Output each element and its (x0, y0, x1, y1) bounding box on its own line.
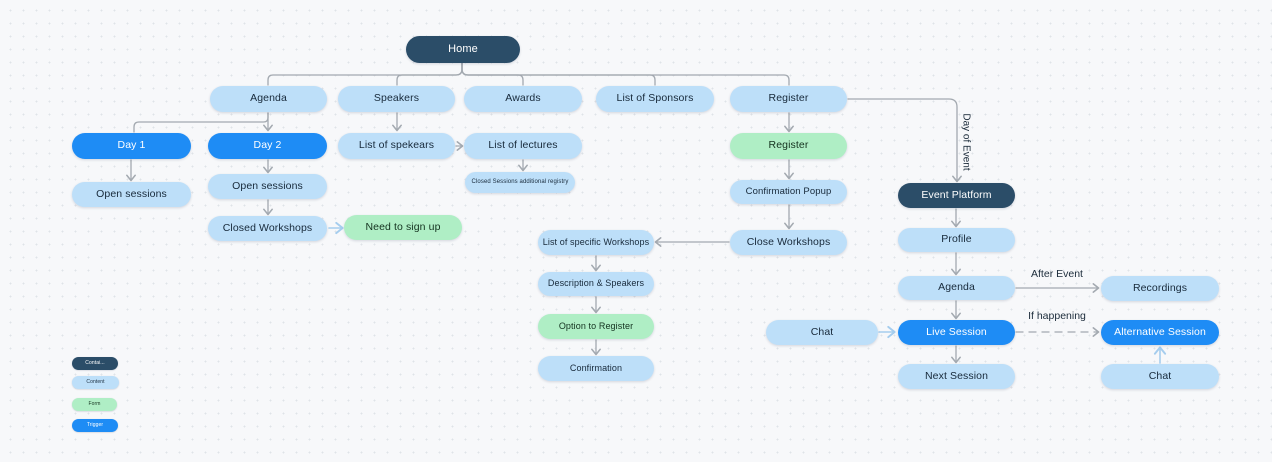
node-day-1[interactable]: Day 1 (72, 133, 191, 159)
node-confirmation-popup[interactable]: Confirmation Popup (730, 180, 847, 204)
node-agenda-platform[interactable]: Agenda (898, 276, 1015, 300)
node-day-2[interactable]: Day 2 (208, 133, 327, 159)
node-list-of-lectures[interactable]: List of lectures (464, 133, 582, 159)
edge-home-to-awards (461, 62, 524, 86)
node-need-to-sign-up[interactable]: Need to sign up (344, 215, 462, 240)
node-recordings[interactable]: Recordings (1101, 276, 1219, 301)
edge-home-to-speakers (396, 62, 463, 86)
node-confirmation[interactable]: Confirmation (538, 356, 654, 381)
edge-home-to-register-top (461, 62, 790, 86)
node-agenda-top[interactable]: Agenda (210, 86, 327, 112)
node-open-sessions-2[interactable]: Open sessions (208, 174, 327, 199)
legend-item-content[interactable]: Content (72, 376, 119, 389)
legend-item-form[interactable]: Form (72, 398, 117, 411)
edge-register-top-to-event-platform (847, 98, 962, 183)
node-home[interactable]: Home (406, 36, 520, 63)
node-open-sessions-1[interactable]: Open sessions (72, 182, 191, 207)
edge-home-to-list-of-sponsors (461, 62, 656, 86)
node-event-platform[interactable]: Event Platform (898, 183, 1015, 208)
edge-label-if-happening: If happening (1028, 310, 1086, 322)
node-speakers[interactable]: Speakers (338, 86, 455, 112)
node-option-to-register[interactable]: Option to Register (538, 314, 654, 339)
node-register-form[interactable]: Register (730, 133, 847, 159)
node-chat-live[interactable]: Chat (766, 320, 878, 345)
node-description-speakers[interactable]: Description & Speakers (538, 272, 654, 296)
node-list-of-sponsors[interactable]: List of Sponsors (596, 86, 714, 112)
edge-label-after-event: After Event (1031, 268, 1083, 280)
node-awards[interactable]: Awards (464, 86, 582, 112)
edge-home-to-agenda-top (267, 62, 463, 86)
node-closed-workshops[interactable]: Closed Workshops (208, 216, 327, 241)
node-close-workshops[interactable]: Close Workshops (730, 230, 847, 255)
node-list-of-spekears[interactable]: List of spekears (338, 133, 455, 159)
node-list-of-specific-workshops[interactable]: List of specific Workshops (538, 230, 654, 255)
node-chat-alt[interactable]: Chat (1101, 364, 1219, 389)
legend-item-trigger[interactable]: Trigger (72, 419, 118, 432)
node-closed-sessions-registry[interactable]: Closed Sessions additional registry (465, 172, 575, 193)
legend-item-container[interactable]: Contai... (72, 357, 118, 370)
node-live-session[interactable]: Live Session (898, 320, 1015, 345)
edge-agenda-top-to-day-1 (133, 112, 269, 133)
node-register-top[interactable]: Register (730, 86, 847, 112)
node-alternative-session[interactable]: Alternative Session (1101, 320, 1219, 345)
edge-label-day-of-event: Day of Event (960, 113, 972, 171)
node-profile[interactable]: Profile (898, 228, 1015, 252)
node-next-session[interactable]: Next Session (898, 364, 1015, 389)
